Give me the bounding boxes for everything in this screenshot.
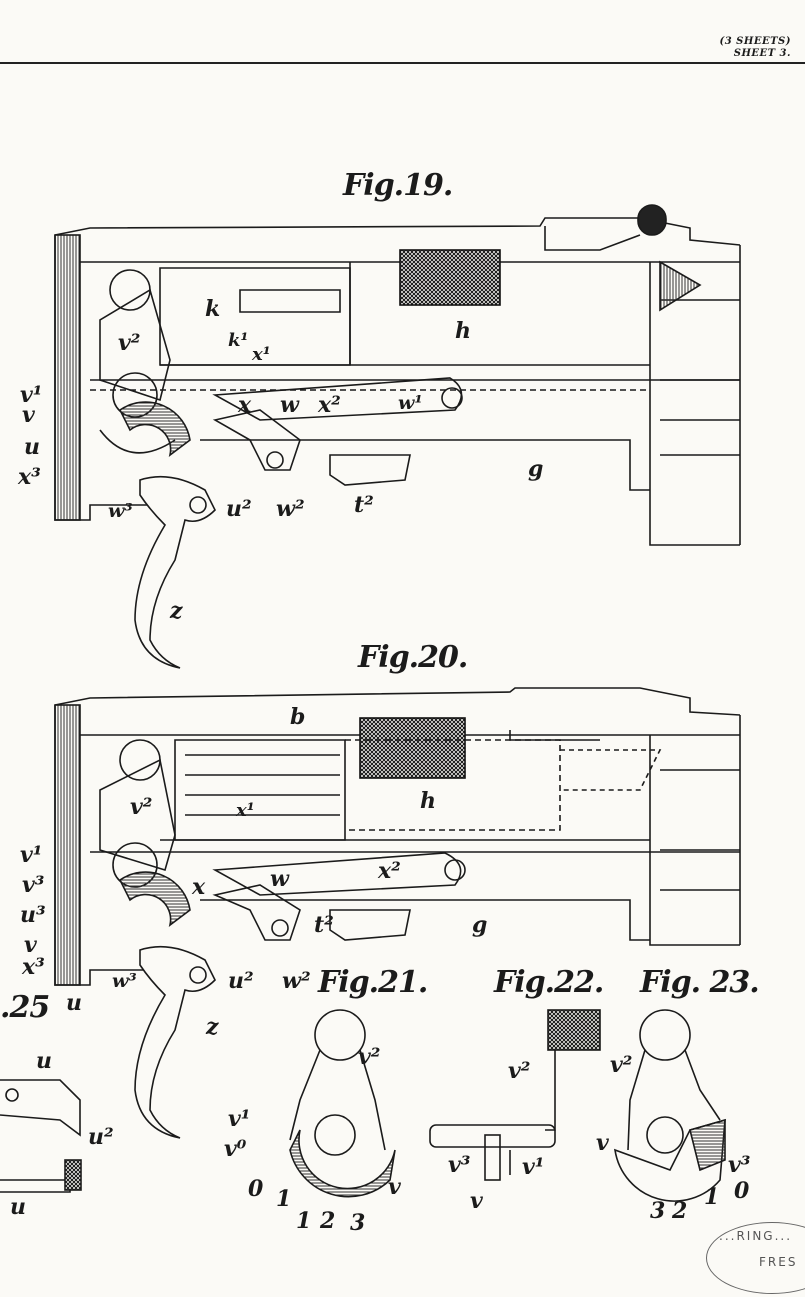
fig25-caption: .25 bbox=[0, 990, 50, 1025]
fig20-label-z: z bbox=[206, 1014, 219, 1040]
fig19-label-x1: x¹ bbox=[252, 344, 271, 365]
sheet-header: (3 SHEETS) SHEET 3. bbox=[720, 36, 791, 60]
fig20-label-x3: x³ bbox=[22, 954, 45, 980]
fig25-label-u-bottom: u bbox=[10, 1194, 26, 1220]
fig19-label-v1: v¹ bbox=[20, 382, 43, 408]
fig20-label-g: g bbox=[472, 912, 488, 938]
fig23-label-v: v bbox=[596, 1130, 609, 1156]
fig20-label-x: x bbox=[192, 874, 206, 900]
fig22-label-v3: v³ bbox=[448, 1152, 471, 1178]
fig21-caption: Fig.21. bbox=[318, 965, 428, 1000]
fig23-label-2: 2 bbox=[672, 1198, 688, 1224]
fig21-drawing bbox=[289, 1009, 396, 1198]
fig19-label-w: w bbox=[280, 392, 299, 418]
fig23-label-v2: v² bbox=[610, 1052, 633, 1078]
fig20-label-w: w bbox=[270, 866, 289, 892]
fig23-label-o: 0 bbox=[734, 1178, 750, 1204]
fig20-label-v2: v² bbox=[130, 794, 153, 820]
fig25-drawing bbox=[0, 1079, 82, 1193]
fig20-label-b: b bbox=[290, 704, 306, 730]
fig21-label-1a: 1 bbox=[276, 1186, 292, 1212]
fig22-drawing bbox=[429, 1009, 601, 1181]
fig20-label-h: h bbox=[420, 788, 436, 814]
fig19-label-v: v bbox=[22, 402, 35, 428]
fig21-label-o: 0 bbox=[248, 1176, 264, 1202]
stamp-line-1: ...RING... bbox=[719, 1229, 793, 1243]
sheet-count: (3 SHEETS) bbox=[719, 36, 791, 47]
fig19-label-t2: t² bbox=[354, 492, 374, 518]
fig20-label-w2: w² bbox=[282, 968, 311, 994]
sheet-number: SHEET 3. bbox=[733, 48, 791, 59]
fig20-drawing bbox=[54, 687, 741, 1139]
fig21-label-1b: 1 bbox=[296, 1208, 312, 1234]
fig23-drawing bbox=[614, 1009, 726, 1202]
fig22-label-v2: v² bbox=[508, 1058, 531, 1084]
fig23-label-1: 1 bbox=[704, 1184, 720, 1210]
fig21-label-v1: v¹ bbox=[228, 1106, 251, 1132]
fig19-caption: Fig.19. bbox=[343, 168, 453, 203]
fig20-label-v3: v³ bbox=[22, 872, 45, 898]
header-rule bbox=[0, 62, 805, 64]
fig19-label-w2: w² bbox=[276, 496, 305, 522]
fig19-label-z: z bbox=[170, 598, 183, 624]
fig23-label-v3: v³ bbox=[728, 1152, 751, 1178]
fig25-label-u-top: u bbox=[36, 1048, 52, 1074]
fig23-caption: Fig. 23. bbox=[640, 965, 760, 1000]
fig19-label-g: g bbox=[528, 456, 544, 482]
fig20-label-t2: t² bbox=[314, 912, 334, 938]
fig22-caption: Fig.22. bbox=[494, 965, 604, 1000]
fig21-label-v: v bbox=[388, 1174, 401, 1200]
fig21-label-v0: v⁰ bbox=[224, 1136, 247, 1162]
fig22-label-v: v bbox=[470, 1188, 483, 1214]
fig19-label-u2: u² bbox=[226, 496, 252, 522]
fig20-label-x2: x² bbox=[378, 858, 401, 884]
fig19-label-h: h bbox=[455, 318, 471, 344]
fig21-label-2: 2 bbox=[320, 1208, 336, 1234]
fig22-label-v1: v¹ bbox=[522, 1154, 545, 1180]
fig19-label-w3: w³ bbox=[108, 500, 133, 522]
fig20-label-v: v bbox=[24, 932, 37, 958]
fig25-label-u2: u² bbox=[88, 1124, 114, 1150]
fig19-label-x2: x² bbox=[318, 392, 341, 418]
fig20-label-x1: x¹ bbox=[236, 800, 255, 821]
fig20-label-v1: v¹ bbox=[20, 842, 43, 868]
fig19-label-x3: x³ bbox=[18, 464, 41, 490]
fig20-label-u: u bbox=[66, 990, 82, 1016]
fig21-label-3: 3 bbox=[350, 1210, 366, 1236]
fig19-label-v2: v² bbox=[118, 330, 141, 356]
fig21-label-v2: v² bbox=[358, 1044, 381, 1070]
fig20-caption: Fig.20. bbox=[358, 640, 468, 675]
fig19-label-k: k bbox=[205, 296, 221, 322]
fig23-label-3: 3 bbox=[650, 1198, 666, 1224]
fig19-label-w1: w¹ bbox=[398, 392, 423, 414]
stamp-line-2: FRES bbox=[759, 1255, 798, 1269]
fig20-label-u3: u³ bbox=[20, 902, 46, 928]
fig20-label-w3: w³ bbox=[112, 970, 137, 992]
fig19-label-k1: k¹ bbox=[228, 330, 249, 351]
fig19-drawing bbox=[54, 204, 741, 669]
fig19-label-x: x bbox=[238, 392, 252, 418]
fig19-label-u: u bbox=[24, 434, 40, 460]
fig20-label-u2: u² bbox=[228, 968, 254, 994]
